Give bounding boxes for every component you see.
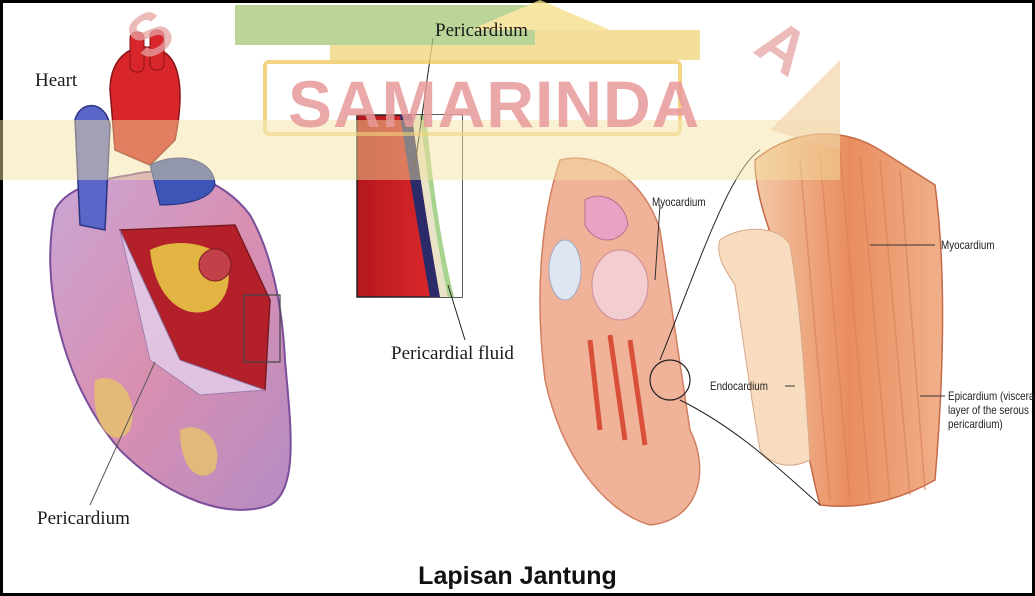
endocardium-label: Endocardium	[710, 379, 768, 393]
pericardium-outer-label: Pericardium	[37, 508, 130, 530]
myocardium-outer-label: Myocardium	[941, 238, 995, 252]
watermark-text: SAMARINDA	[288, 66, 700, 142]
slide-caption: Lapisan Jantung	[0, 562, 1035, 591]
epicardium-label-line2: layer of the serous	[948, 403, 1029, 417]
heart-wall-section	[540, 134, 945, 525]
epicardium-label-line1: Epicardium (visceral	[948, 389, 1035, 403]
pericardium-inset-label: Pericardium	[435, 20, 528, 42]
heart-drawing	[50, 30, 290, 510]
epicardium-label-line3: pericardium)	[948, 417, 1003, 431]
heart-label: Heart	[35, 70, 77, 92]
myocardium-inner-label: Myocardium	[652, 195, 706, 209]
pericardial-fluid-label: Pericardial fluid	[391, 343, 514, 365]
